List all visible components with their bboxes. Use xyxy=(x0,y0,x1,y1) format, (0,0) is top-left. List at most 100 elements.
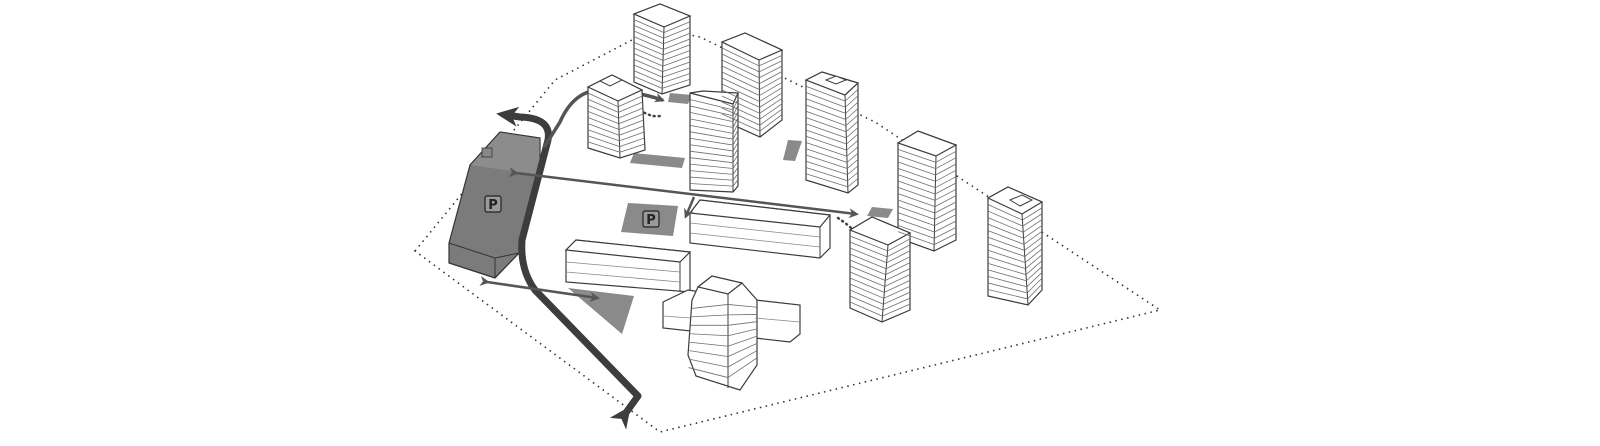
floor-line xyxy=(662,67,691,78)
floor-line xyxy=(805,117,847,133)
floor-line xyxy=(987,282,1028,294)
floor-line xyxy=(897,193,936,208)
floor-line xyxy=(849,253,887,270)
floor-line xyxy=(935,150,957,163)
floor-line xyxy=(849,301,883,317)
floor-line xyxy=(987,269,1027,282)
floor-line xyxy=(1023,225,1043,239)
floor-line xyxy=(759,98,783,114)
floor-line xyxy=(689,157,734,164)
floor-line xyxy=(805,148,848,163)
floor-line xyxy=(732,117,739,128)
floor-line xyxy=(882,303,911,317)
floor-line xyxy=(633,19,664,33)
floor-line xyxy=(721,83,760,102)
floor-line xyxy=(721,77,760,96)
floor-line xyxy=(721,53,760,73)
floor-line xyxy=(727,342,758,358)
access-arrow xyxy=(684,196,696,219)
floor-line xyxy=(662,50,691,61)
floor-line xyxy=(885,262,911,275)
floor-line xyxy=(618,107,644,119)
floor-line xyxy=(987,217,1024,233)
paved-pad-4 xyxy=(867,207,893,218)
floor-line xyxy=(935,176,957,189)
floor-line xyxy=(759,114,783,132)
floor-line xyxy=(618,113,644,125)
floor-line xyxy=(663,27,691,39)
floor-line xyxy=(689,341,729,347)
floor-line xyxy=(934,214,957,227)
floor-line xyxy=(633,36,664,50)
access-arrows xyxy=(479,167,859,302)
floor-line xyxy=(587,135,620,147)
floor-line xyxy=(805,142,848,157)
floor-line xyxy=(883,291,911,305)
floor-line xyxy=(689,350,729,358)
tower-g xyxy=(848,216,912,323)
floor-line xyxy=(897,167,936,182)
floor-line xyxy=(759,65,783,79)
floor-line xyxy=(633,64,663,78)
floor-line xyxy=(732,111,739,122)
floor-line xyxy=(721,59,760,79)
floor-line xyxy=(759,103,783,120)
floor-line xyxy=(618,119,644,130)
floor-line xyxy=(934,201,957,214)
floor-line xyxy=(633,47,664,61)
floor-line xyxy=(935,182,957,195)
floor-line xyxy=(758,60,783,73)
floor-line xyxy=(759,71,783,85)
floor-line xyxy=(727,304,758,308)
floor-line xyxy=(587,141,620,153)
floor-line xyxy=(987,204,1023,221)
floor-line xyxy=(721,113,761,132)
floor-line xyxy=(758,55,783,67)
floor-line xyxy=(897,161,936,176)
floor-line xyxy=(805,110,847,127)
floor-line xyxy=(805,129,847,145)
floor-line xyxy=(897,205,935,220)
floor-line xyxy=(690,333,729,337)
floor-line xyxy=(689,124,734,134)
floor-line xyxy=(849,265,886,281)
floor-line xyxy=(849,247,887,264)
floor-line xyxy=(935,163,957,176)
floor-line xyxy=(1022,213,1043,227)
floor-line xyxy=(587,104,619,119)
floor-line xyxy=(987,230,1025,245)
floor-line xyxy=(886,250,911,264)
floor-line xyxy=(846,159,859,169)
floor-line xyxy=(759,92,783,108)
floor-line xyxy=(987,249,1026,263)
floor-line xyxy=(1027,283,1043,300)
floor-line xyxy=(732,142,739,152)
floor-line xyxy=(587,117,620,130)
floor-line xyxy=(691,314,729,318)
floor-line xyxy=(732,154,739,163)
floor-line xyxy=(619,131,645,142)
floor-line xyxy=(689,131,734,140)
floor-line xyxy=(897,180,936,195)
floor-line xyxy=(897,231,935,246)
floor-line xyxy=(886,244,911,258)
floor-line xyxy=(1022,207,1043,221)
floor-line xyxy=(759,108,783,126)
floor-line xyxy=(849,289,884,305)
floor-line xyxy=(849,241,888,258)
floor-line xyxy=(846,127,859,139)
floor-line xyxy=(662,78,691,89)
floor-line xyxy=(935,157,957,170)
floor-line xyxy=(721,65,760,85)
floor-line xyxy=(688,358,729,368)
floor-line xyxy=(663,44,691,56)
floor-line xyxy=(587,92,619,108)
floor-line xyxy=(1026,277,1043,294)
floor-line xyxy=(884,280,911,293)
floor-line xyxy=(587,98,619,113)
floor-line xyxy=(663,21,691,33)
floor-line xyxy=(618,95,643,108)
floor-line xyxy=(933,233,957,246)
floor-line xyxy=(1026,272,1043,288)
floor-line xyxy=(691,304,729,309)
